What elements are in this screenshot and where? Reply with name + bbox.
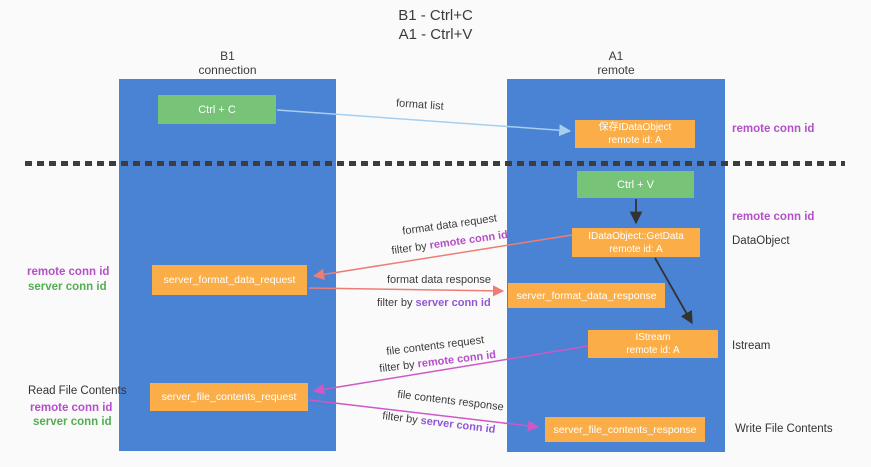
server-conn-id-label-left2: server conn id bbox=[33, 416, 112, 428]
format-data-response-arrow bbox=[308, 285, 505, 297]
title-line-1: B1 - Ctrl+C bbox=[398, 7, 473, 24]
node-save-idataobject: 保存IDataObject remote id: A bbox=[575, 120, 695, 148]
node-ctrl-v: Ctrl + V bbox=[577, 171, 694, 198]
file-response-filter-label: filter by server conn id bbox=[382, 410, 496, 436]
file-request-label: server_file_contents_request bbox=[161, 391, 297, 403]
filter-prefix: filter by bbox=[378, 358, 419, 376]
filter-prefix: filter by bbox=[381, 410, 422, 427]
format-data-response-label: format data response bbox=[387, 274, 491, 286]
lane-b1-role: connection bbox=[198, 62, 257, 77]
filter-remote-conn-id: remote conn id bbox=[428, 228, 509, 252]
remote-conn-id-label-mid: remote conn id bbox=[732, 211, 815, 223]
node-server-file-contents-response: server_file_contents_response bbox=[545, 417, 705, 442]
ctrl-c-label: Ctrl + C bbox=[198, 103, 236, 116]
save-idataobject-line2: remote id: A bbox=[608, 135, 662, 146]
remote-conn-id-label-top: remote conn id bbox=[732, 123, 815, 135]
node-idataobject-getdata: IDataObject::GetData remote id: A bbox=[572, 228, 700, 257]
read-file-contents-label: Read File Contents bbox=[28, 385, 127, 397]
istream-side-label: Istream bbox=[732, 340, 771, 352]
filter-server-conn-id: server conn id bbox=[415, 297, 491, 309]
file-contents-response-label: file contents response bbox=[396, 388, 505, 414]
format-response-label: server_format_data_response bbox=[516, 289, 657, 302]
getdata-line2: remote id: A bbox=[609, 243, 663, 255]
istream-line2: remote id: A bbox=[626, 345, 680, 356]
lane-header-a1: A1 remote bbox=[507, 49, 725, 77]
lane-header-b1: B1 connection bbox=[119, 49, 336, 77]
title-line-2: A1 - Ctrl+V bbox=[398, 26, 473, 43]
format-list-label: format list bbox=[395, 97, 445, 113]
getdata-line1: IDataObject::GetData bbox=[588, 230, 684, 242]
save-idataobject-line1: 保存IDataObject bbox=[598, 122, 672, 133]
divider-dashed-line bbox=[25, 161, 845, 166]
remote-conn-id-label-left1: remote conn id bbox=[27, 266, 110, 278]
file-response-label: server_file_contents_response bbox=[553, 423, 697, 436]
page-title: B1 - Ctrl+C A1 - Ctrl+V bbox=[0, 6, 871, 44]
filter-prefix: filter by bbox=[377, 297, 416, 309]
node-ctrl-c: Ctrl + C bbox=[158, 95, 276, 124]
ctrl-v-label: Ctrl + V bbox=[617, 178, 654, 191]
write-file-contents-label: Write File Contents bbox=[735, 423, 833, 435]
istream-line1: IStream bbox=[635, 332, 671, 343]
filter-server-conn-id: server conn id bbox=[419, 414, 497, 436]
node-istream: IStream remote id: A bbox=[588, 330, 718, 358]
format-response-filter-label: filter by server conn id bbox=[377, 297, 491, 309]
lane-b1-name: B1 bbox=[220, 49, 235, 63]
server-conn-id-label-left1: server conn id bbox=[28, 281, 107, 293]
node-server-format-data-response: server_format_data_response bbox=[508, 283, 665, 308]
lane-a1-role: remote bbox=[597, 62, 635, 77]
dataobject-label: DataObject bbox=[732, 235, 790, 247]
remote-conn-id-label-left2: remote conn id bbox=[30, 402, 113, 414]
filter-prefix: filter by bbox=[390, 239, 431, 258]
format-request-label: server_format_data_request bbox=[163, 274, 296, 286]
node-server-format-data-request: server_format_data_request bbox=[152, 265, 307, 295]
node-server-file-contents-request: server_file_contents_request bbox=[150, 383, 308, 411]
lane-a1-name: A1 bbox=[608, 49, 624, 63]
